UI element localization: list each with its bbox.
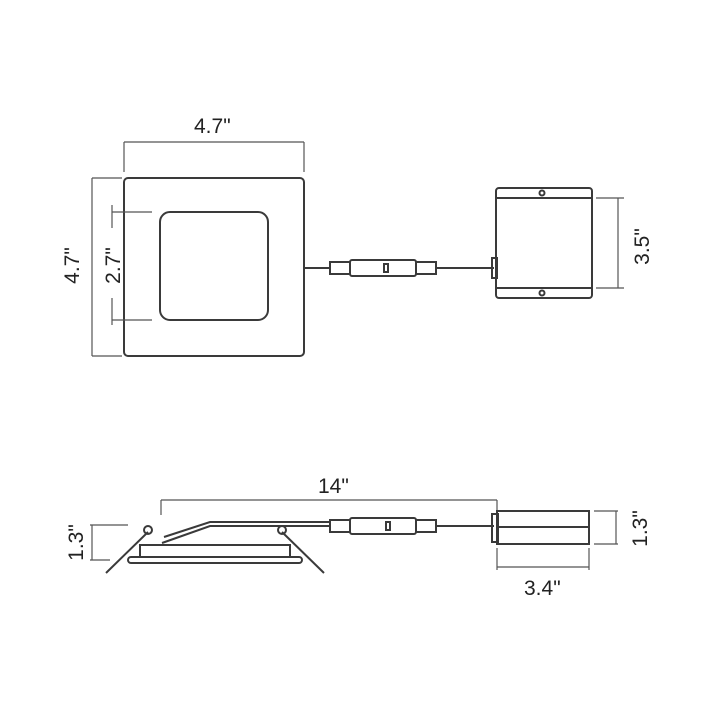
side-fixture: [105, 521, 330, 574]
side-junction-box-height-label: 1.3": [628, 510, 652, 547]
top-width-dimension: [123, 141, 305, 172]
top-height-label: 4.7": [60, 247, 84, 284]
top-height-dimension: [91, 177, 122, 357]
top-junction-box: [495, 187, 593, 299]
top-cable-connector: [304, 257, 498, 279]
aperture-dimension: [111, 205, 152, 325]
junction-box-height-dimension: [596, 197, 624, 289]
side-cable-length-dimension: [160, 499, 498, 515]
side-fixture-height-dimension: [90, 524, 128, 561]
side-junction-box-dimensions: [496, 510, 618, 570]
fixture-height-label: 1.3": [64, 524, 88, 561]
side-cable-connector: [329, 517, 494, 535]
aperture-label: 2.7": [101, 247, 125, 284]
cable-length-label: 14": [318, 475, 349, 498]
top-view-fixture: [123, 177, 305, 357]
junction-box-length-label: 3.4": [524, 577, 561, 600]
side-junction-box: [491, 510, 590, 545]
junction-box-height-label: 3.5": [630, 228, 654, 265]
top-width-label: 4.7": [194, 115, 231, 138]
